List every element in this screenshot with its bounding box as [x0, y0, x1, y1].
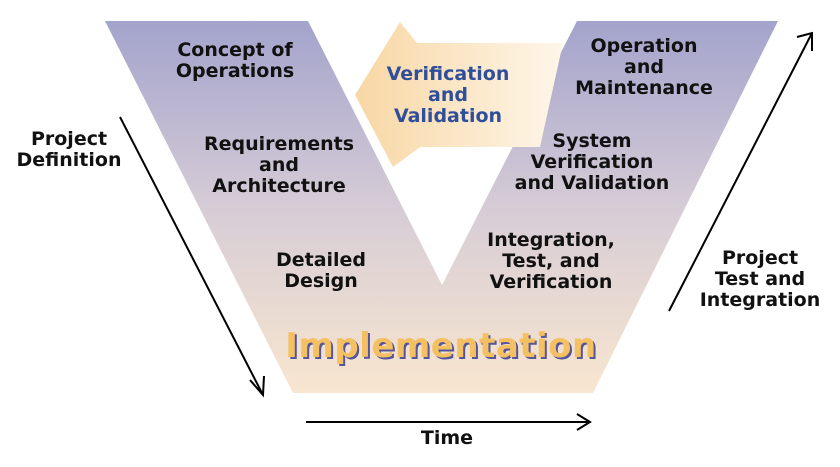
- v-shape: [105, 21, 778, 393]
- verification-validation-arrow: [355, 22, 563, 167]
- detailed-design-label: Detailed Design: [275, 249, 367, 292]
- implementation-label: Implementation: [285, 326, 597, 366]
- time-arrow: [306, 413, 592, 431]
- project-test-integration-arrow: [668, 31, 813, 312]
- requirements-architecture-label: Requirements and Architecture: [203, 133, 355, 197]
- verification-validation-label: Verification and Validation: [386, 63, 510, 127]
- system-verification-validation-label: System Verification and Validation: [514, 130, 670, 194]
- project-test-integration-label: Project Test and Integration: [699, 247, 821, 311]
- project-definition-arrow: [119, 116, 265, 398]
- concept-of-operations-label: Concept of Operations: [175, 39, 295, 82]
- operation-maintenance-label: Operation and Maintenance: [575, 35, 713, 99]
- integration-test-verification-label: Integration, Test, and Verification: [487, 229, 615, 293]
- time-label: Time: [420, 427, 474, 449]
- project-definition-label: Project Definition: [16, 128, 122, 171]
